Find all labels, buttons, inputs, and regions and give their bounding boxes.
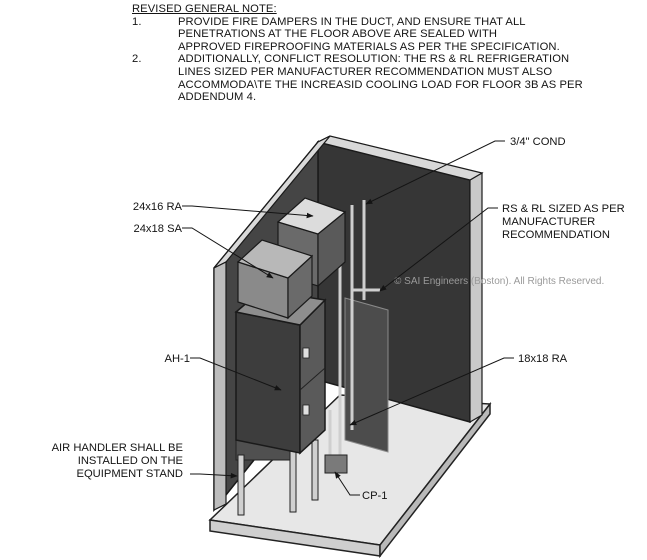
stand-note-line: EQUIPMENT STAND xyxy=(77,468,184,480)
rs-rl-label-line: RS & RL SIZED AS PER xyxy=(502,203,625,215)
ah1-label: AH-1 xyxy=(165,353,191,365)
stand-note-line: AIR HANDLER SHALL BE xyxy=(52,442,183,454)
note-2: 2. ADDITIONALLY, CONFLICT RESOLUTION: TH… xyxy=(132,53,632,103)
condensate-pump xyxy=(324,454,348,474)
leader-lines xyxy=(182,140,514,496)
note-number: 1. xyxy=(132,15,142,28)
cp1-label: CP-1 xyxy=(362,490,388,502)
note-line: LINES SIZED PER MANUFACTURER RECOMMENDAT… xyxy=(178,65,553,78)
supply-air-plenum xyxy=(236,239,314,320)
note-1: 1. PROVIDE FIRE DAMPERS IN THE DUCT, AND… xyxy=(132,16,632,54)
note-line: PROVIDE FIRE DAMPERS IN THE DUCT, AND EN… xyxy=(178,15,526,28)
cond-label: 3/4" COND xyxy=(510,136,566,148)
rs-rl-label-line: MANUFACTURER xyxy=(502,216,595,228)
sa-24x18-label: 24x18 SA xyxy=(133,223,182,235)
note-number: 2. xyxy=(132,53,142,66)
notes-heading: REVISED GENERAL NOTE: xyxy=(132,3,277,15)
general-notes: REVISED GENERAL NOTE: 1. PROVIDE FIRE DA… xyxy=(132,3,632,104)
note-line: APPROVED FIREPROOFING MATERIALS AS PER T… xyxy=(178,40,560,53)
note-line: ACCOMMODA\TE THE INCREASID COOLING LOAD … xyxy=(178,78,583,91)
ra-24x16-label: 24x16 RA xyxy=(133,201,183,213)
note-line: PENETRATIONS AT THE FLOOR ABOVE ARE SEAL… xyxy=(178,28,498,41)
rs-rl-label-line: RECOMMENDATION xyxy=(502,229,610,241)
note-line: ADDITIONALLY, CONFLICT RESOLUTION: THE R… xyxy=(178,53,570,66)
floor-slab xyxy=(208,394,492,559)
stand-note-line: INSTALLED ON THE xyxy=(78,455,183,467)
equipment-stand xyxy=(235,439,319,516)
ra-18x18-label: 18x18 RA xyxy=(518,353,568,365)
copyright-watermark: © SAI Engineers (Boston). All Rights Res… xyxy=(394,276,604,287)
note-line: ADDENDUM 4. xyxy=(178,91,257,104)
